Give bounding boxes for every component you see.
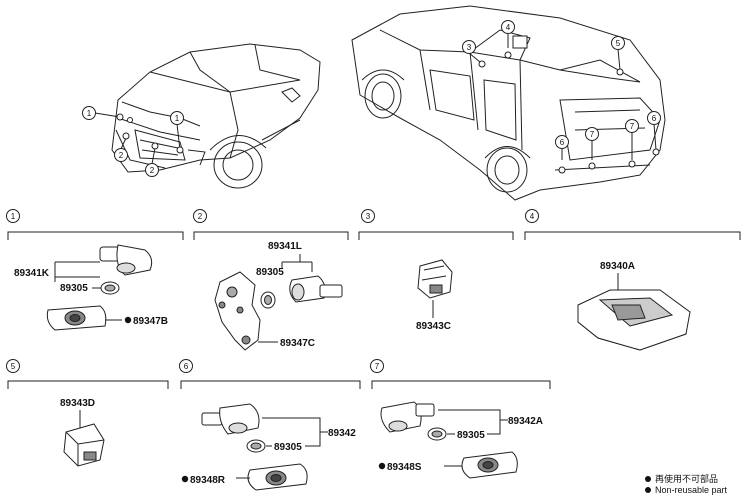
section-6: 6 89305 89342 89348R [179,359,361,491]
section-4: 4 89340A [524,209,741,351]
part-number-89342: 89342 [328,428,356,439]
section-4-number: 4 [530,212,535,221]
section-6-number: 6 [184,362,189,371]
mounting-bracket-icon [214,271,261,351]
non-reusable-marker-89348S [378,462,386,470]
section-7: 7 89305 89342A 89348S [370,359,551,479]
part-number-89343D: 89343D [60,398,95,409]
legend-text-japanese: 再使用不可部品 [655,473,718,484]
part-number-89347B: 89347B [133,316,168,327]
retainer-ring-icon [427,427,447,441]
part-number-89348S: 89348S [387,462,422,473]
part-number-89305-s2: 89305 [256,267,284,278]
callout-1a: 1 [87,109,92,118]
ultrasonic-sensor-icon [99,244,153,276]
legend-marker-1 [645,476,651,482]
ultrasonic-sensor-icon [380,401,435,433]
section-1: 1 89341K 89305 89347B [6,209,184,331]
part-number-89342A: 89342A [508,416,543,427]
part-number-89343C: 89343C [416,321,451,332]
callout-7a: 7 [590,130,595,139]
callout-6a: 6 [560,138,565,147]
sensor-holder-icon [461,451,518,479]
callout-3: 3 [467,43,472,52]
part-number-89305-s1: 89305 [60,283,88,294]
part-number-89340A: 89340A [600,261,635,272]
rear-callouts: 4 3 5 6 7 7 6 [462,20,661,174]
non-reusable-marker-89347B [124,316,132,324]
section-5: 5 89343D [6,359,169,467]
retainer-ring-icon [100,281,120,295]
legend: 再使用不可部品 Non-reusable part [645,473,728,495]
callout-6b: 6 [652,114,657,123]
legend-text-english: Non-reusable part [655,485,728,495]
section-2-number: 2 [198,212,203,221]
sensor-holder-icon [46,305,107,331]
ultrasonic-sensor-icon [289,275,343,303]
part-number-89341K: 89341K [14,268,50,279]
section-5-number: 5 [11,362,16,371]
sensor-module-icon [63,423,105,467]
section-2: 2 89341L 89305 89347C [193,209,349,351]
callout-4: 4 [506,23,511,32]
section-3-number: 3 [366,212,371,221]
legend-marker-2 [645,487,651,493]
callout-2b: 2 [150,166,155,175]
non-reusable-marker-89348R [181,475,189,483]
part-number-89305-s7: 89305 [457,430,485,441]
callout-7b: 7 [630,122,635,131]
front-vehicle-illustration [111,43,321,189]
sensor-module-icon [417,259,453,299]
callout-1b: 1 [175,114,180,123]
callout-5: 5 [616,39,621,48]
part-number-89341L: 89341L [268,241,302,252]
section-3: 3 89343C [358,209,514,332]
sensor-holder-icon [247,463,308,491]
rear-vehicle-illustration [351,5,666,201]
retainer-ring-icon [260,291,276,309]
section-7-number: 7 [375,362,380,371]
control-unit-icon [577,289,691,351]
callout-2a: 2 [119,151,124,160]
front-callouts: 1 1 2 2 [82,106,184,177]
part-number-89305-s6: 89305 [274,442,302,453]
ultrasonic-sensor-icon [201,403,260,435]
section-1-number: 1 [11,212,16,221]
part-number-89347C: 89347C [280,338,315,349]
part-number-89348R: 89348R [190,475,226,486]
retainer-ring-icon [246,439,266,453]
